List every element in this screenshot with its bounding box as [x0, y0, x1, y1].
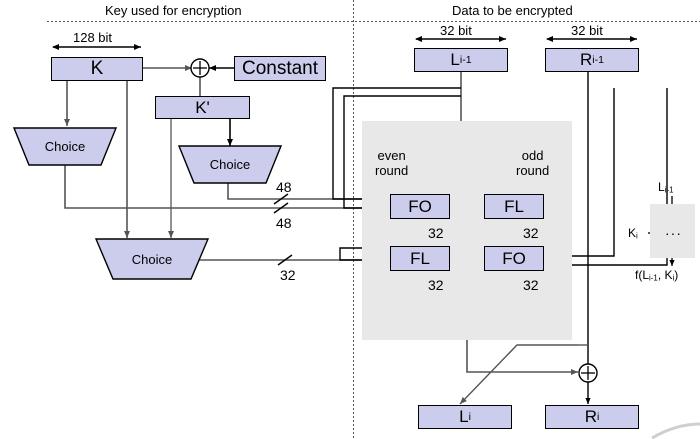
- label-bus-48-upper: 48: [276, 179, 292, 195]
- legend-output-end: ): [674, 268, 679, 282]
- bus-slash-48b: [273, 202, 289, 214]
- box-l-in-label: L: [450, 50, 460, 69]
- choice-block-2[interactable]: Choice: [178, 145, 282, 184]
- label-even-round-line1: even: [377, 148, 406, 163]
- box-fl-bottom[interactable]: FL: [390, 246, 450, 271]
- xor-gate-key: [190, 58, 210, 78]
- box-k-prime[interactable]: K': [155, 96, 250, 119]
- label-odd-round-line1: odd: [521, 148, 544, 163]
- choice-1-label: Choice: [44, 139, 86, 154]
- box-r-out-sub: i: [596, 411, 600, 423]
- bus-slash-48a: [273, 193, 289, 205]
- legend-output-label: f(Li-1, Ki): [635, 268, 678, 283]
- box-fl-top[interactable]: FL: [484, 194, 544, 219]
- box-l-out-label: L: [459, 407, 469, 426]
- label-bus-32: 32: [280, 267, 296, 283]
- label-odd-round-line2: round: [516, 163, 550, 178]
- decorative-arc: [651, 422, 700, 439]
- label-fl-bottom-bits: 32: [428, 277, 444, 293]
- section-title-data: Data to be encrypted: [452, 3, 573, 18]
- wire-rin-to-fo-bottom-b: [547, 88, 668, 268]
- round-function-panel: [362, 121, 572, 340]
- label-fl-top-bits: 32: [523, 225, 539, 241]
- label-even-round: even round: [375, 148, 408, 178]
- legend-output-mid: , K: [657, 268, 673, 282]
- box-r-in-label: R: [580, 50, 593, 69]
- legend-body-symbol: ···: [665, 225, 682, 241]
- box-fo-top[interactable]: FO: [390, 194, 450, 219]
- box-constant[interactable]: Constant: [234, 56, 326, 81]
- choice-2-label: Choice: [209, 157, 251, 172]
- label-odd-round: odd round: [516, 148, 549, 178]
- legend-output-main: f(L: [635, 268, 650, 282]
- label-bus-48-lower: 48: [276, 215, 292, 231]
- label-32-bit-right: 32 bit: [571, 23, 603, 38]
- legend-output-sub1: i-1: [649, 273, 658, 283]
- box-fo-bottom[interactable]: FO: [484, 246, 544, 271]
- xor-gate-data: [578, 363, 598, 383]
- legend-key-label: Ki: [628, 226, 638, 241]
- label-fo-bottom-bits: 32: [523, 277, 539, 293]
- legend-input-main: L: [658, 180, 665, 194]
- wire-lin-rail-outer: [332, 87, 461, 200]
- box-l-in-sub: i-1: [459, 54, 472, 66]
- wire-cross-to-lout: [459, 344, 578, 405]
- label-32-bit-left: 32 bit: [440, 23, 472, 38]
- box-r-in-sub: i-1: [592, 54, 604, 66]
- label-fo-top-bits: 32: [428, 225, 444, 241]
- label-even-round-line2: round: [375, 163, 409, 178]
- legend-output-sub2: i: [672, 273, 675, 283]
- choice-3-label: Choice: [131, 251, 173, 267]
- legend-input-sub: i-1: [664, 185, 674, 195]
- bus-slash-32: [277, 254, 293, 266]
- box-k[interactable]: K: [51, 57, 143, 81]
- choice-block-1[interactable]: Choice: [13, 127, 117, 166]
- legend-input-label: Li-1: [658, 180, 673, 195]
- legend-key-sub: i: [636, 231, 638, 241]
- box-l-out-sub: i: [468, 411, 471, 423]
- choice-block-3[interactable]: Choice: [95, 238, 209, 280]
- box-r-out-label: R: [584, 407, 597, 426]
- section-title-key: Key used for encryption: [105, 3, 242, 18]
- label-128-bit: 128 bit: [73, 30, 113, 45]
- legend-key-main: K: [628, 226, 637, 240]
- legend-panel: [650, 204, 695, 258]
